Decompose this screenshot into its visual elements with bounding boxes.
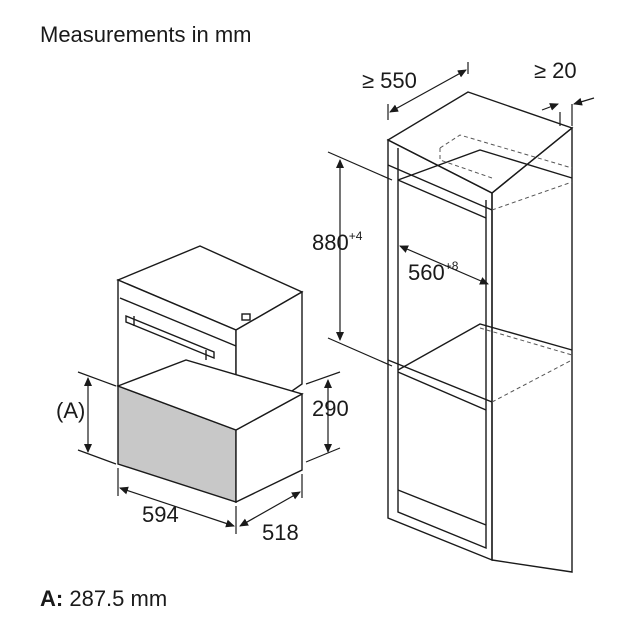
footnote-key: A:: [40, 586, 64, 611]
cabinet-depth-label: ≥ 550: [362, 68, 417, 93]
niche-width-value: 560: [408, 260, 445, 285]
dim-cabinet-depth: [387, 62, 469, 120]
dim-cabinet-gap: [541, 97, 595, 126]
warming-drawer: [116, 359, 304, 504]
cabinet-right-side: [491, 126, 573, 573]
diagram-title: Measurements in mm: [40, 22, 252, 47]
niche-width-label: 560+8: [408, 259, 459, 285]
appliance-height-label: 290: [312, 396, 349, 421]
dim-niche-height: [327, 151, 393, 367]
niche-height-tolerance: +4: [349, 229, 363, 243]
cabinet-dashed-lines: [439, 134, 573, 403]
oven-handle-icon: [125, 314, 215, 360]
dim-niche-width: [399, 245, 489, 285]
dim-appliance-depth: [239, 474, 303, 527]
dim-appliance-height: [305, 371, 341, 463]
niche-height-label: 880+4: [312, 229, 363, 255]
dim-appliance-width: [117, 468, 237, 534]
cabinet-gap-label: ≥ 20: [534, 58, 577, 83]
drawer-height-label: (A): [56, 398, 85, 423]
niche-height-value: 880: [312, 230, 349, 255]
footnote-text: 287.5 mm: [69, 586, 168, 611]
footnote: A: 287.5 mm: [40, 586, 167, 612]
appliance-depth-label: 518: [262, 520, 299, 545]
tall-cabinet: [386, 91, 574, 573]
appliance-width-label: 594: [142, 502, 179, 527]
niche-width-tolerance: +8: [445, 259, 459, 273]
dim-drawer-height: [77, 371, 117, 465]
